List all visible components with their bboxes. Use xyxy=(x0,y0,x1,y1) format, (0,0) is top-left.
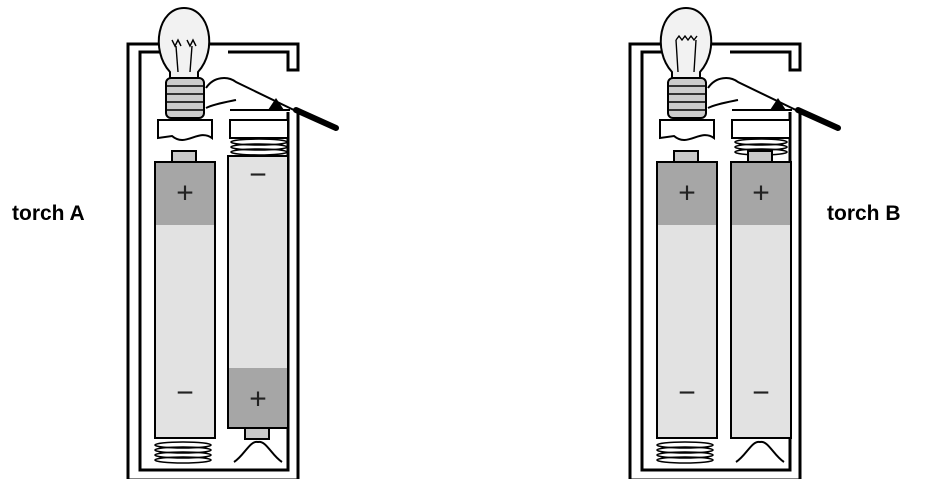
torch-b-cell-right-top-sign: + xyxy=(752,177,770,210)
torch-a-cell-right: − + xyxy=(227,155,289,440)
torch-a-label: torch A xyxy=(12,202,85,225)
torch-a-cell-left-top-sign: + xyxy=(176,177,194,210)
torch-a-top-contact-right xyxy=(229,119,289,139)
torch-b-bulb-threads xyxy=(668,85,706,111)
torch-a-bulb-threads xyxy=(166,85,204,111)
torch-b-top-contact-left xyxy=(659,119,715,141)
torch-b-cell-right-bottom-sign: − xyxy=(752,377,770,410)
torch-b-bottom-spring xyxy=(656,441,714,464)
torch-a-cell-left: + − xyxy=(154,150,216,439)
torch-b-top-contact-right xyxy=(731,119,791,139)
torch-a-top-spring xyxy=(230,138,288,156)
torch-b-cell-left-bottom-sign: − xyxy=(678,377,696,410)
torch-a-bulb-glass xyxy=(157,6,211,79)
torch-a-top-contact-left xyxy=(157,119,213,141)
torch-b: + − + − xyxy=(628,6,841,479)
torch-b-label: torch B xyxy=(827,202,901,225)
torch-b-bulb-glass xyxy=(659,6,713,79)
torch-a-cell-right-bottom-sign: + xyxy=(249,383,267,416)
torch-b-switch xyxy=(707,77,841,131)
torch-b-bottom-contact xyxy=(735,440,785,463)
torch-a-cell-left-bottom-sign: − xyxy=(176,377,194,410)
torch-a-bulb-base xyxy=(165,77,205,119)
torch-a-cell-right-top-sign: − xyxy=(249,159,267,192)
torch-b-cell-left-top-sign: + xyxy=(678,177,696,210)
torch-a-bottom-spring xyxy=(154,441,212,464)
torch-b-filament xyxy=(675,34,698,73)
torch-b-bulb-base xyxy=(667,77,707,119)
torch-a-switch xyxy=(205,77,339,131)
torch-a-filament xyxy=(171,38,197,73)
torch-a: + − − + xyxy=(126,6,339,479)
torch-b-cell-left: + − xyxy=(656,150,718,439)
torch-a-bottom-contact xyxy=(233,440,283,463)
torch-b-cell-right: + − xyxy=(730,150,792,439)
